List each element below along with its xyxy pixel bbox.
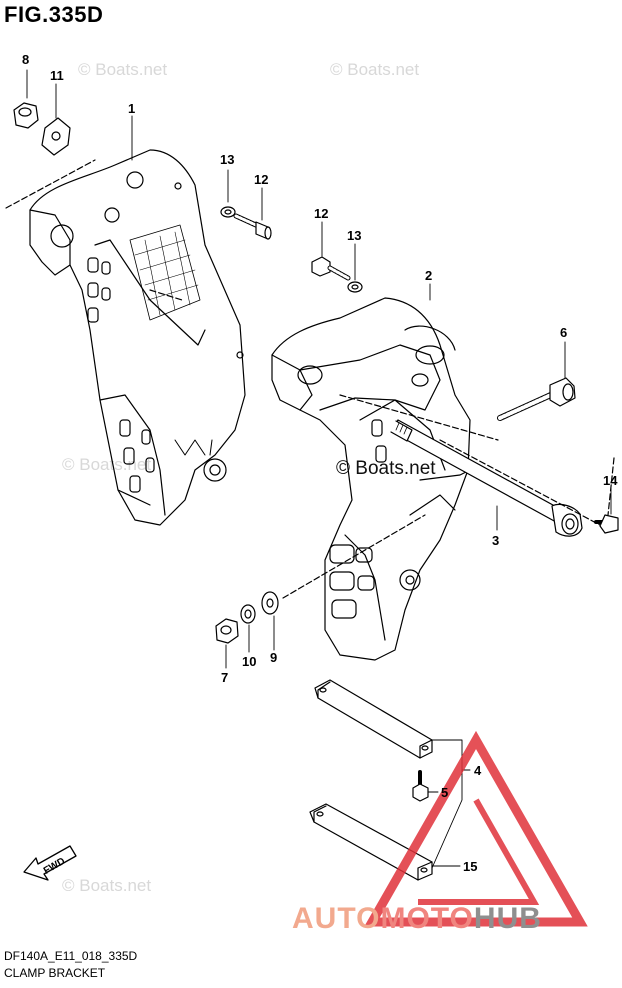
callout-1: 1: [128, 101, 135, 116]
watermark-text: © Boats.net: [330, 60, 420, 79]
automotohub-logo-icon: [364, 730, 588, 927]
brand-part-moto: MOTO: [380, 902, 474, 935]
tilt-pin-3: [390, 419, 601, 537]
washer-13-upper: [220, 206, 236, 218]
brand-part-hub: HUB: [473, 902, 542, 935]
fwd-arrow-icon: [23, 845, 77, 881]
clamp-bracket-right: [271, 297, 499, 661]
callout-14: 14: [603, 473, 618, 488]
callout-15: 15: [463, 859, 477, 874]
watermark-text: © Boats.net: [78, 60, 168, 79]
watermark-text: © Boats.net: [62, 876, 152, 895]
callout-10: 10: [242, 654, 256, 669]
callout-3: 3: [492, 533, 499, 548]
callout-9: 9: [270, 650, 277, 665]
diagram-name: CLAMP BRACKET: [4, 966, 106, 980]
callout-13: 13: [220, 152, 234, 167]
callout-4: 4: [474, 763, 482, 778]
plate-11: [41, 117, 71, 156]
nut-8: [13, 102, 39, 129]
bolt-6: [497, 377, 576, 421]
callout-12: 12: [254, 172, 268, 187]
washer-9: [261, 591, 279, 615]
diagram-code: DF140A_E11_018_335D: [4, 949, 138, 963]
clamp-bracket-left: [5, 149, 246, 526]
callout-7: 7: [221, 670, 228, 685]
plate-15: [309, 803, 433, 881]
plate-4: [314, 679, 433, 759]
callout-12: 12: [314, 206, 328, 221]
watermark-text: © Boats.net: [62, 455, 152, 474]
callout-6: 6: [560, 325, 567, 340]
washer-13-lower: [347, 281, 363, 293]
washer-10: [240, 604, 256, 624]
callout-8: 8: [22, 52, 29, 67]
watermark-text-center: © Boats.net: [336, 458, 436, 479]
bolt-12-upper: [233, 213, 272, 240]
callout-13: 13: [347, 228, 361, 243]
leader-lines: [26, 69, 612, 869]
bolt-5: [412, 770, 429, 802]
brand-wordmark: AUTOMOTOHUB: [292, 902, 542, 936]
nut-7: [215, 618, 239, 644]
callout-5: 5: [441, 785, 448, 800]
callout-2: 2: [425, 268, 432, 283]
screw-14: [594, 457, 619, 534]
brand-part-auto: AUTO: [292, 902, 381, 935]
callout-11: 11: [50, 68, 64, 83]
bolt-12-lower: [311, 256, 351, 281]
figure-title: FIG.335D: [4, 2, 104, 27]
